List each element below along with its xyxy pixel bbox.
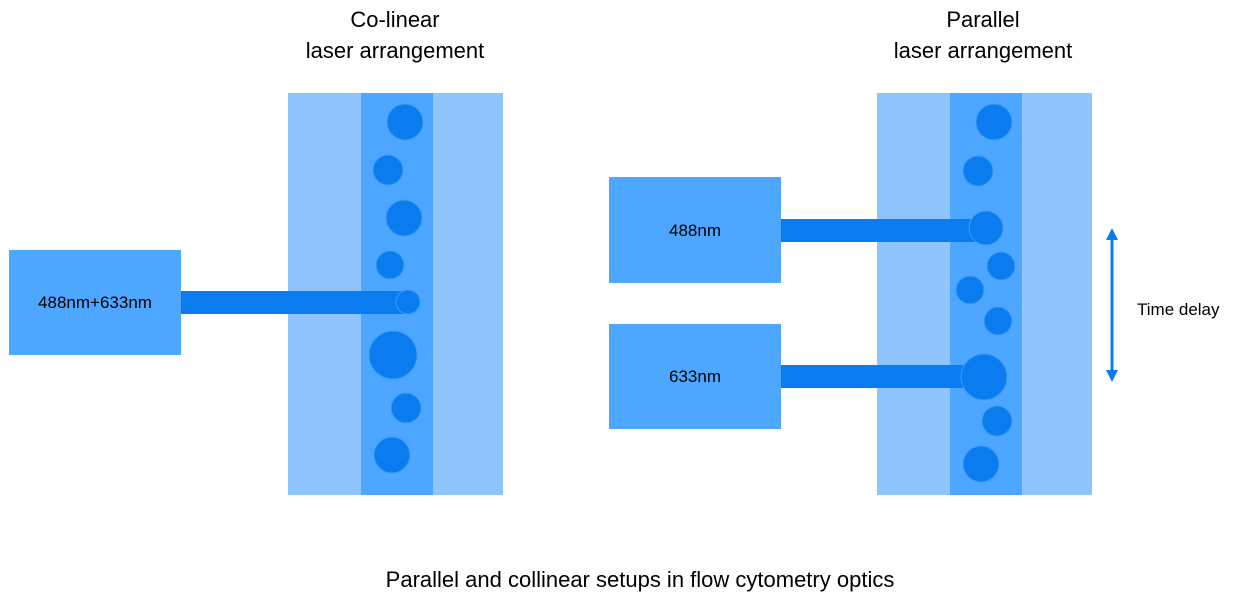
- particle: [975, 103, 1013, 141]
- particle: [962, 155, 994, 187]
- parallel-laser-488-beam: [781, 219, 986, 242]
- parallel-laser-633-label: 633nm: [669, 367, 721, 386]
- particle: [372, 154, 404, 186]
- parallel-particles: [955, 103, 1016, 483]
- parallel-laser-633-beam: [781, 365, 986, 388]
- colinear-title-line2: laser arrangement: [306, 38, 485, 63]
- time-delay-label: Time delay: [1137, 300, 1220, 319]
- particle: [386, 103, 424, 141]
- parallel-laser-633-box: [609, 324, 781, 429]
- particle: [962, 445, 1000, 483]
- colinear-title-line1: Co-linear: [350, 7, 439, 32]
- particle: [981, 405, 1013, 437]
- colinear-laser-beam: [181, 291, 408, 314]
- parallel-title-line2: laser arrangement: [894, 38, 1073, 63]
- parallel-laser-488-label: 488nm: [669, 221, 721, 240]
- particle: [986, 251, 1016, 281]
- colinear-laser-box: [9, 250, 181, 355]
- particle: [960, 353, 1008, 401]
- particle: [395, 289, 421, 315]
- particle: [385, 199, 423, 237]
- particle: [375, 250, 405, 280]
- figure-caption: Parallel and collinear setups in flow cy…: [386, 567, 895, 592]
- parallel-title-line1: Parallel: [946, 7, 1019, 32]
- particle: [955, 275, 985, 305]
- particle: [968, 210, 1004, 246]
- particle: [368, 330, 418, 380]
- colinear-particles: [368, 103, 424, 474]
- particle: [983, 306, 1013, 336]
- parallel-laser-488-box: [609, 177, 781, 283]
- parallel-flow-cell: [877, 93, 1092, 495]
- particle: [390, 392, 422, 424]
- particle: [373, 436, 411, 474]
- colinear-laser-label: 488nm+633nm: [38, 293, 152, 312]
